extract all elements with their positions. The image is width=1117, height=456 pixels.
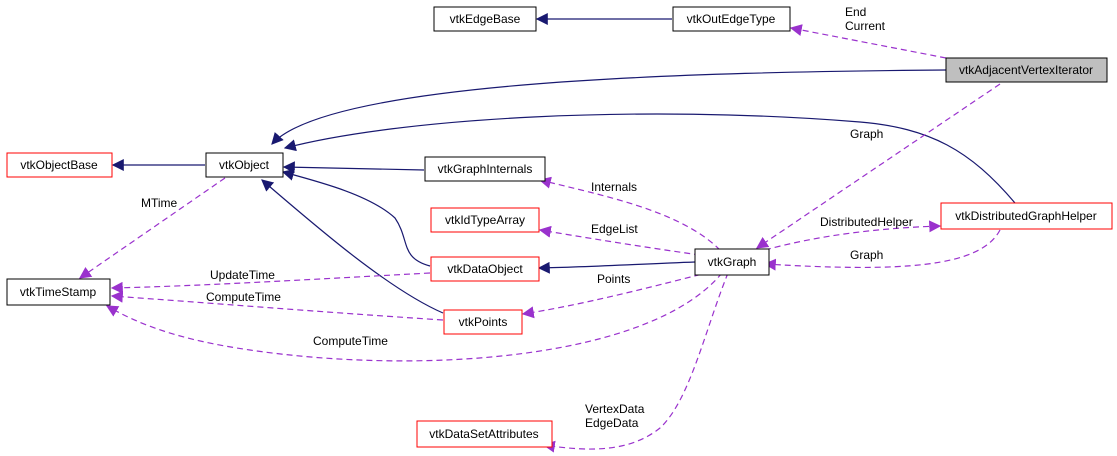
- svg-text:vtkDataSetAttributes: vtkDataSetAttributes: [429, 427, 538, 441]
- label-graph-bottom: Graph: [850, 248, 883, 262]
- edge-adjacentiterator-to-outedgetype: [789, 24, 947, 59]
- node-vtkedgebase[interactable]: vtkEdgeBase: [433, 6, 537, 32]
- edge-graph-to-dataobject: [537, 261, 696, 274]
- edge-labels: End Current Graph MTime Internals Distri…: [141, 5, 913, 430]
- label-compute-time-2: ComputeTime: [313, 334, 388, 348]
- node-vtkgraphinternals[interactable]: vtkGraphInternals: [424, 156, 546, 182]
- node-vtkobjectbase[interactable]: vtkObjectBase: [6, 152, 113, 178]
- node-vtkoutedgetype[interactable]: vtkOutEdgeType: [672, 6, 791, 32]
- node-vtkpoints[interactable]: vtkPoints: [443, 309, 523, 335]
- svg-text:vtkTimeStamp: vtkTimeStamp: [20, 285, 97, 299]
- label-edgelist: EdgeList: [591, 222, 638, 236]
- svg-text:vtkOutEdgeType: vtkOutEdgeType: [687, 12, 776, 26]
- edge-object-to-timestamp-mtime: [79, 177, 226, 279]
- label-update-time: UpdateTime: [210, 268, 275, 282]
- label-graph-top: Graph: [850, 127, 883, 141]
- label-points: Points: [597, 272, 630, 286]
- svg-text:vtkDataObject: vtkDataObject: [447, 262, 523, 276]
- svg-text:vtkGraph: vtkGraph: [708, 255, 757, 269]
- svg-text:vtkEdgeBase: vtkEdgeBase: [450, 12, 521, 26]
- node-vtkgraph[interactable]: vtkGraph: [694, 248, 770, 276]
- svg-text:vtkObject: vtkObject: [219, 158, 270, 172]
- edge-distributedhelper-to-graph: [763, 229, 1001, 271]
- edge-graph-to-distributedhelper: [764, 220, 942, 251]
- edge-points-to-object: [261, 179, 444, 314]
- edge-points-to-timestamp: [110, 290, 444, 321]
- node-vtkdistributedgraphhelper[interactable]: vtkDistributedGraphHelper: [940, 202, 1113, 230]
- edge-dataobject-to-timestamp: [110, 272, 431, 294]
- edge-adjacentiterator-to-graph: [756, 83, 1001, 249]
- svg-text:vtkObjectBase: vtkObjectBase: [20, 158, 98, 172]
- node-vtktimestamp[interactable]: vtkTimeStamp: [6, 278, 111, 306]
- edge-graph-to-graphinternals: [538, 176, 721, 251]
- edge-graph-to-datasetattributes: [542, 272, 729, 453]
- label-mtime: MTime: [141, 196, 178, 210]
- edge-graph-to-timestamp-compute: [105, 272, 723, 362]
- node-vtkobject[interactable]: vtkObject: [205, 152, 284, 178]
- label-edge-data: EdgeData: [585, 416, 639, 430]
- edge-dataobject-to-object: [281, 169, 431, 267]
- node-vtkidtypearray[interactable]: vtkIdTypeArray: [430, 207, 540, 233]
- edge-graphinternals-to-object: [282, 161, 425, 174]
- node-vtkdatasetattributes[interactable]: vtkDataSetAttributes: [416, 420, 553, 448]
- svg-text:vtkGraphInternals: vtkGraphInternals: [438, 162, 533, 176]
- svg-text:vtkIdTypeArray: vtkIdTypeArray: [445, 213, 525, 227]
- label-distributed-helper: DistributedHelper: [820, 215, 913, 229]
- edge-graph-to-points: [521, 271, 711, 319]
- edge-distributedhelper-to-object: [283, 113, 1016, 204]
- svg-text:vtkPoints: vtkPoints: [459, 315, 508, 329]
- node-vtkdataobject[interactable]: vtkDataObject: [430, 256, 540, 282]
- edge-graph-to-idtypearray: [538, 225, 701, 256]
- edge-adjacentiterator-to-object: [271, 69, 947, 145]
- svg-text:vtkDistributedGraphHelper: vtkDistributedGraphHelper: [955, 209, 1096, 223]
- node-vtkadjacentvertexiterator[interactable]: vtkAdjacentVertexIterator: [945, 57, 1108, 83]
- svg-text:vtkAdjacentVertexIterator: vtkAdjacentVertexIterator: [959, 63, 1093, 77]
- label-vertex-data: VertexData: [585, 402, 645, 416]
- inheritance-edges: [111, 13, 1016, 314]
- label-internals: Internals: [591, 180, 637, 194]
- usage-edges: [79, 24, 1001, 453]
- label-current: Current: [845, 19, 886, 33]
- label-compute-time-1: ComputeTime: [206, 290, 281, 304]
- label-end: End: [845, 5, 866, 19]
